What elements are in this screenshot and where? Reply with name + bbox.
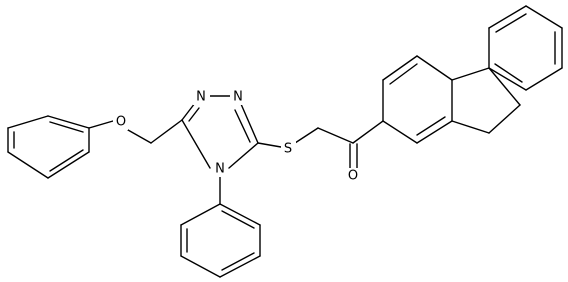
bond <box>257 142 282 148</box>
phenoxy-phenyl-ring <box>7 115 90 179</box>
atom-label-ether-oxygen: O <box>116 115 126 130</box>
atom-labels: O N N N S O <box>113 89 362 184</box>
bond <box>451 67 490 81</box>
bond <box>488 5 527 29</box>
bond <box>525 5 563 29</box>
bond <box>488 67 521 106</box>
bond <box>294 127 319 144</box>
double-bond <box>49 149 84 172</box>
bond <box>7 151 49 179</box>
bond <box>7 115 49 129</box>
bond <box>488 67 527 91</box>
bond <box>317 127 354 144</box>
bond <box>352 120 384 144</box>
double-bond <box>495 13 527 33</box>
triazole-ring <box>181 95 259 169</box>
bond <box>416 120 453 144</box>
bond <box>228 142 259 169</box>
bond <box>525 67 563 91</box>
bond <box>416 55 453 81</box>
n-phenyl-ring <box>180 203 261 278</box>
double-bond <box>389 63 418 85</box>
bond <box>219 203 261 226</box>
double-bond <box>494 63 523 83</box>
bond <box>240 103 259 144</box>
bond <box>181 102 196 121</box>
bond <box>88 120 114 129</box>
bond <box>180 203 221 226</box>
atom-label-triazole-n2: N <box>233 90 243 105</box>
bond <box>181 119 211 169</box>
bond <box>382 120 418 144</box>
bond <box>180 255 221 278</box>
bond <box>219 255 261 278</box>
bond <box>47 115 90 129</box>
double-bond <box>221 252 255 271</box>
bond <box>488 104 521 134</box>
double-bond <box>49 121 84 133</box>
atom-label-triazole-n1: N <box>196 90 206 105</box>
bond <box>150 119 183 144</box>
bond <box>127 129 152 144</box>
double-bond <box>416 116 446 136</box>
bond <box>382 55 418 81</box>
double-bond <box>234 109 251 143</box>
atom-label-carbonyl-oxygen: O <box>348 169 358 184</box>
atom-label-triazole-n4: N <box>215 162 225 177</box>
bond <box>47 151 90 179</box>
double-bond <box>221 210 255 229</box>
double-bond <box>188 107 200 122</box>
fluorene-system <box>382 5 563 144</box>
bond <box>451 120 490 134</box>
atom-label-sulfur: S <box>284 142 292 157</box>
